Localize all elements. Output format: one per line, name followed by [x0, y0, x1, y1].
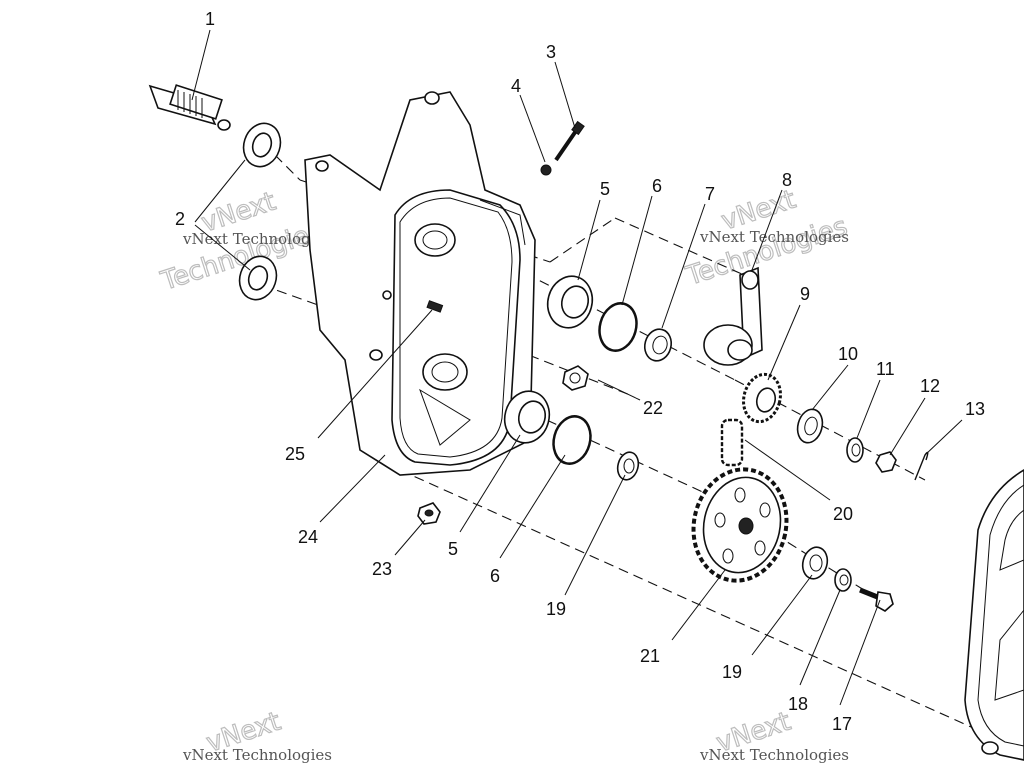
oil-seal-part [643, 328, 673, 362]
chaincase-cover [964, 469, 1024, 761]
stud-part [426, 300, 444, 313]
callout-24: 24 [298, 527, 318, 547]
callout-7: 7 [705, 184, 715, 204]
callout-11: 11 [876, 359, 895, 379]
chain-part [720, 418, 744, 467]
washers-nut-pin [796, 408, 929, 481]
callout-5-lower: 5 [448, 539, 458, 559]
callout-19-left: 19 [546, 599, 566, 619]
bolt-and-nut [540, 120, 585, 176]
callout-19-right: 19 [722, 662, 742, 682]
watermark-small-2: vNext Technologies [699, 228, 849, 246]
drain-plug [417, 502, 441, 525]
callout-12: 12 [920, 376, 940, 396]
callout-9: 9 [800, 284, 810, 304]
watermark-small-3: vNext Technologies [182, 746, 332, 764]
callout-13: 13 [965, 399, 985, 419]
callout-2: 2 [175, 209, 185, 229]
lock-washer-and-bolt [834, 568, 894, 612]
watermark-small-4: vNext Technologies [699, 746, 849, 764]
callout-17: 17 [832, 714, 852, 734]
watermark-small-1: vNext Technologies [182, 230, 332, 248]
callout-4: 4 [511, 76, 521, 96]
callout-5-upper: 5 [600, 179, 610, 199]
small-sprocket [742, 372, 782, 424]
callout-6-lower: 6 [490, 566, 500, 586]
callout-20: 20 [833, 504, 853, 524]
tensioner-arm [703, 266, 763, 366]
leader-lines [191, 29, 963, 706]
callout-8: 8 [782, 170, 792, 190]
snap-ring-parts [552, 302, 638, 465]
callout-23: 23 [372, 559, 392, 579]
callout-25: 25 [285, 444, 305, 464]
chaincase-housing [304, 91, 536, 476]
callout-21: 21 [640, 646, 660, 666]
center-nut [562, 365, 589, 391]
shaft-part [148, 84, 231, 131]
callout-1: 1 [205, 9, 215, 29]
washer-19-parts [616, 451, 829, 580]
large-sprocket [691, 467, 789, 583]
callout-18: 18 [788, 694, 808, 714]
callout-labels: 1 2 3 4 5 6 7 8 9 10 11 12 13 22 25 20 2… [175, 9, 985, 734]
seal-parts [238, 122, 282, 301]
callout-22: 22 [643, 398, 663, 418]
callout-10: 10 [838, 344, 858, 364]
callout-6-upper: 6 [652, 176, 662, 196]
callout-3: 3 [546, 42, 556, 62]
bearing-parts [503, 275, 594, 444]
